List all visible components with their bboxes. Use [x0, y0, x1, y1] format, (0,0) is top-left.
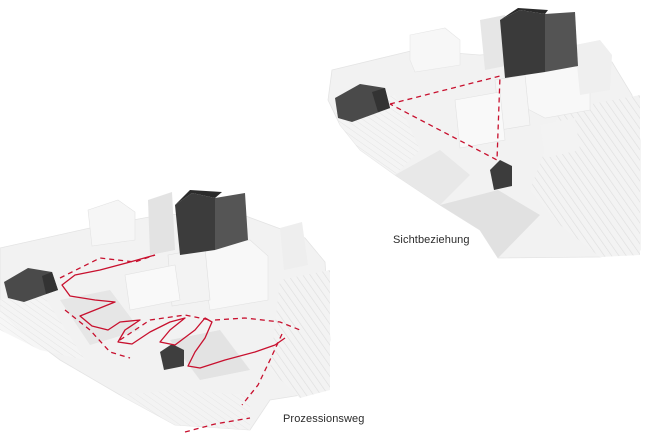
chapel-small-dark — [490, 160, 512, 190]
terrain-shadow — [395, 150, 470, 205]
terrain-terraces — [270, 270, 330, 398]
terrain-shadow — [170, 330, 250, 380]
terrain-shadow — [440, 190, 540, 258]
procession-route-dashed — [214, 317, 301, 331]
church-building-dark — [500, 10, 545, 78]
building-white — [409, 27, 461, 73]
building-white — [124, 264, 181, 311]
building-white — [148, 192, 175, 255]
procession-route-dashed — [119, 314, 211, 341]
caption-prozessionsweg: Prozessionsweg — [283, 413, 365, 425]
chapel-small-dark — [160, 344, 184, 370]
building-white — [87, 199, 136, 247]
terrain-terraces-bottom — [120, 390, 250, 430]
sightline-route — [389, 75, 501, 162]
church-building-dark — [175, 193, 215, 255]
prozessionsweg-model — [0, 190, 331, 433]
terrain-shadow — [60, 290, 140, 345]
church-roof — [500, 8, 548, 20]
procession-route-dashed — [184, 417, 251, 433]
terrain-terraces-left — [0, 290, 85, 360]
building-white — [540, 118, 580, 158]
building-white — [575, 40, 612, 95]
church-building-dark — [545, 12, 578, 72]
procession-route-dashed — [59, 254, 156, 279]
sichtbeziehung-model — [327, 8, 641, 259]
church-roof — [175, 190, 222, 205]
building-white — [280, 222, 308, 270]
procession-route-solid — [61, 254, 286, 369]
chapel-dark — [42, 272, 58, 294]
procession-route-dashed — [64, 309, 131, 359]
chapel-dark — [372, 88, 390, 112]
caption-sichtbeziehung: Sichtbeziehung — [393, 234, 470, 246]
church-building-dark — [215, 193, 248, 250]
building-white — [454, 91, 506, 149]
